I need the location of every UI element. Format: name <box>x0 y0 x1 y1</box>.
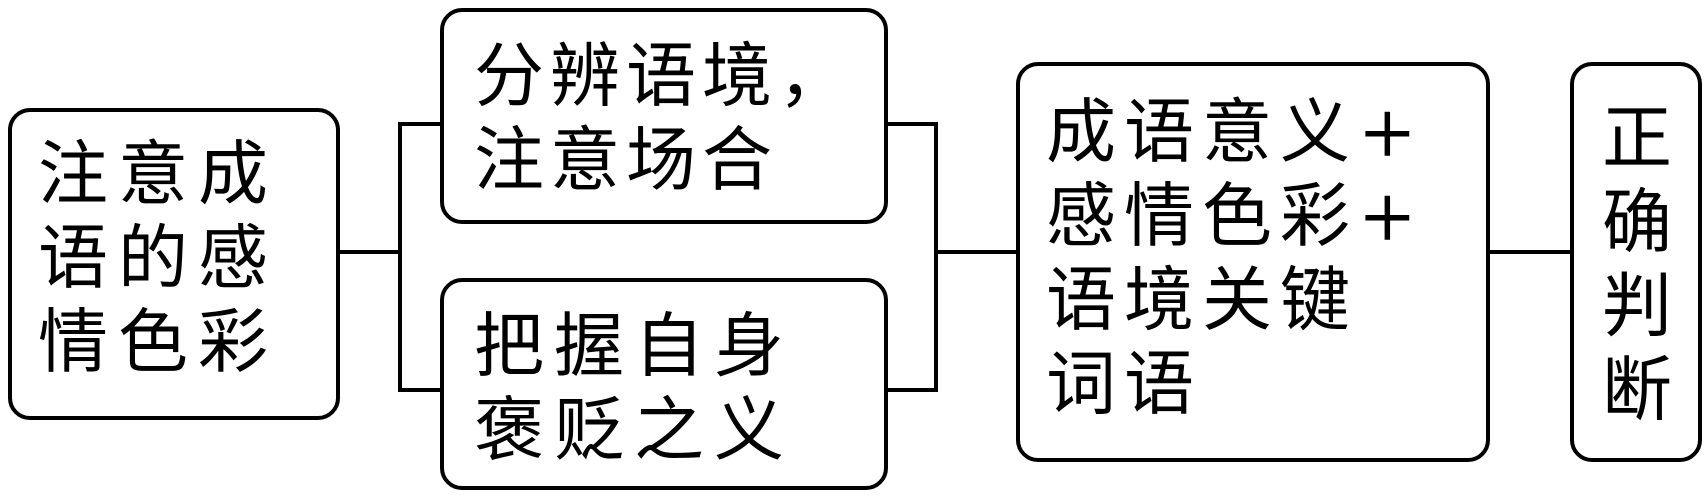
node-combine: 成语意义+ 感情色彩+ 语境关键 词语 <box>1016 62 1490 462</box>
node-source: 注意成 语的感 情色彩 <box>8 108 340 420</box>
node-branch-bottom: 把握自身 褒贬之义 <box>440 278 888 490</box>
node-branch-top-label: 分辨语境， 注意场合 <box>474 35 854 201</box>
node-branch-top: 分辨语境， 注意场合 <box>440 8 888 224</box>
node-result-label: 正 确 判 断 <box>1602 97 1672 431</box>
node-combine-label: 成语意义+ 感情色彩+ 语境关键 词语 <box>1046 91 1425 425</box>
node-source-label: 注意成 语的感 情色彩 <box>38 133 278 383</box>
node-result: 正 确 判 断 <box>1570 62 1702 462</box>
node-branch-bottom-label: 把握自身 褒贬之义 <box>474 305 794 471</box>
